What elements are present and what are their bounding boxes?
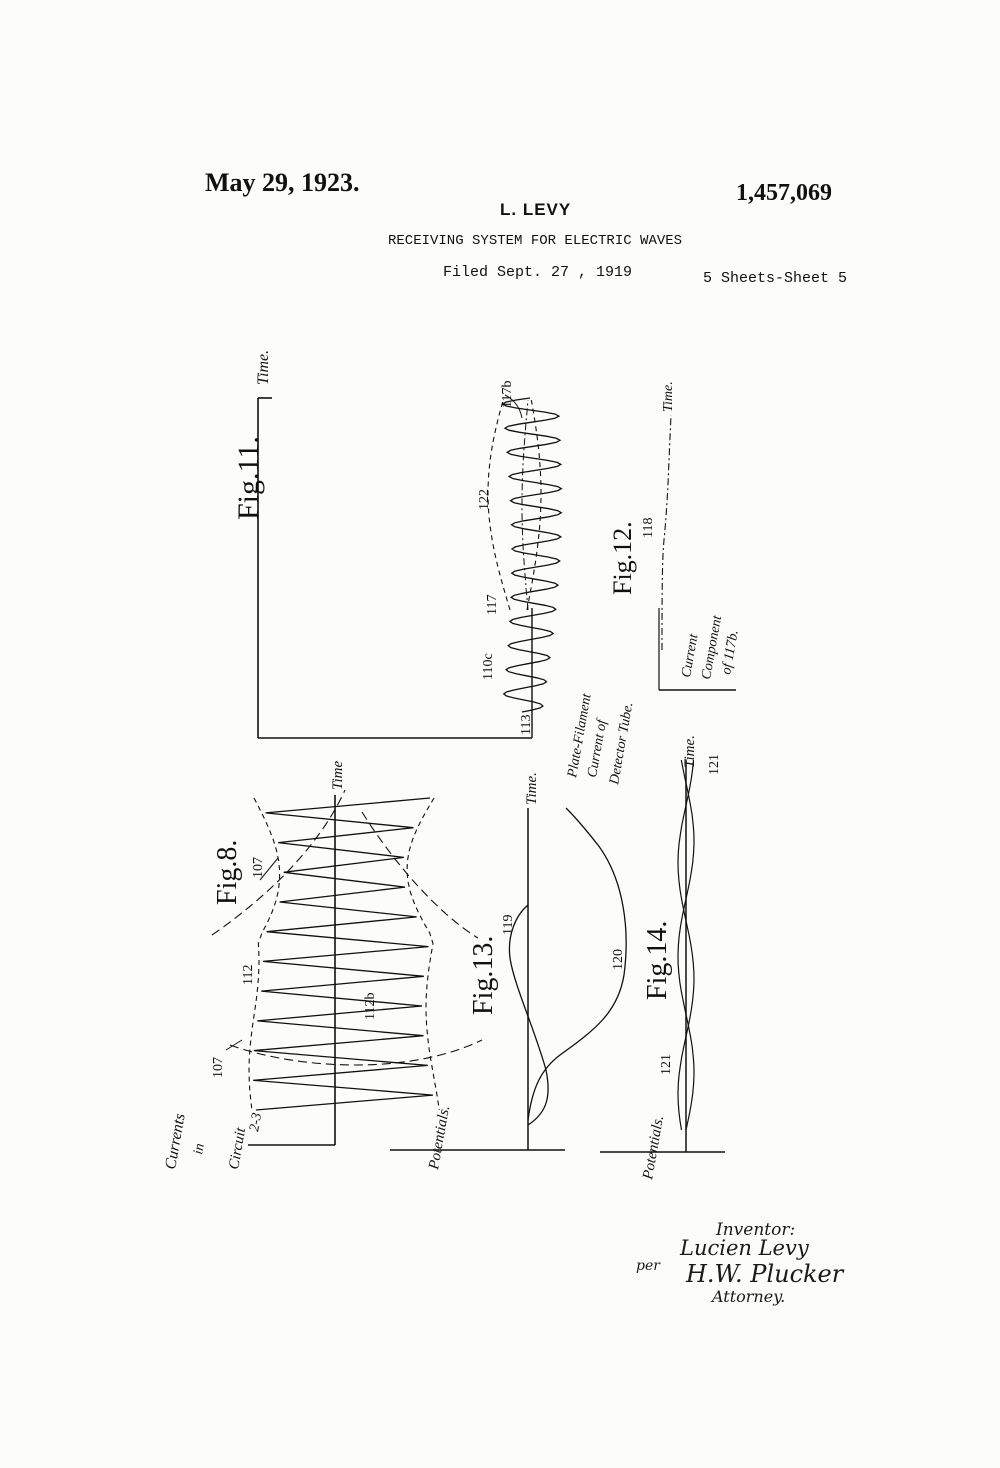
filing-date: Filed Sept. 27 , 1919 bbox=[443, 264, 633, 281]
fig8-ref-112b: 112b bbox=[363, 993, 378, 1020]
sheet-count: 5 Sheets-Sheet 5 bbox=[703, 270, 848, 287]
fig8-leader-107b bbox=[225, 1039, 243, 1051]
fig14-label: Fig.14. bbox=[642, 921, 673, 1000]
fig11-ref-117: 117 bbox=[485, 595, 500, 615]
fig11-mean-line bbox=[521, 399, 529, 611]
figure-8: Time Fig.8. 107 107 112 112b Currents in… bbox=[162, 760, 483, 1171]
fig13-label: Fig.13. bbox=[468, 936, 499, 1015]
fig8-ref-112: 112 bbox=[241, 965, 256, 985]
fig8-wave-112 bbox=[253, 797, 434, 1111]
fig8-caption-line1: Currents bbox=[162, 1112, 189, 1170]
fig14-caption: Potentials. bbox=[640, 1114, 667, 1181]
fig8-axis-label: Time bbox=[330, 760, 346, 790]
fig14-ref-121-lower: 121 bbox=[659, 1054, 674, 1075]
fig11-axis-label: Time. bbox=[255, 350, 272, 385]
fig13-ref-119: 119 bbox=[501, 915, 516, 935]
fig8-label: Fig.8. bbox=[212, 840, 243, 905]
fig14-curve-121-b bbox=[677, 759, 695, 1131]
fig8-envelope-right bbox=[406, 797, 440, 1111]
inventor-label: Inventor: bbox=[715, 1220, 795, 1240]
fig8-curve-107-upper bbox=[211, 789, 346, 936]
fig13-axis-label: Time. bbox=[524, 772, 540, 805]
fig8-leader-107a bbox=[259, 857, 279, 881]
patent-title: RECEIVING SYSTEM FOR ELECTRIC WAVES bbox=[388, 233, 683, 249]
fig12-label: Fig.12. bbox=[608, 521, 637, 595]
fig8-ref-107-upper: 107 bbox=[251, 857, 266, 878]
patent-date: May 29, 1923. bbox=[205, 168, 360, 197]
fig13-ref-120: 120 bbox=[611, 949, 626, 970]
fig14-axis-label: Time. bbox=[682, 735, 698, 768]
fig11-ref-110c: 110c bbox=[481, 653, 496, 680]
patent-number: 1,457,069 bbox=[736, 180, 832, 206]
fig13-curve-120 bbox=[527, 807, 627, 1121]
fig11-envelope-122 bbox=[487, 399, 511, 611]
fig8-caption-line2: in bbox=[191, 1142, 208, 1155]
per-label: per bbox=[636, 1258, 661, 1274]
fig12-axis-label: Time. bbox=[661, 381, 676, 412]
fig8-envelope-left bbox=[248, 797, 281, 1111]
fig8-ref-107-lower: 107 bbox=[211, 1057, 226, 1078]
fig8-caption-line3: Circuit bbox=[226, 1126, 249, 1171]
fig12-curve-118 bbox=[661, 414, 672, 651]
fig14-ref-121-upper: 121 bbox=[707, 754, 722, 775]
figure-13: Time. Fig.13. 119 120 Potentials. bbox=[390, 772, 627, 1172]
fig11-ref-113: 113 bbox=[519, 715, 534, 735]
inventor-signature: Lucien Levy bbox=[679, 1236, 810, 1260]
fig11-caption-line3: Detector Tube. bbox=[607, 701, 636, 787]
fig8-curve-107-lower bbox=[229, 1039, 483, 1066]
fig14-curve-121-a bbox=[677, 759, 695, 1131]
fig13-caption: Potentials. bbox=[426, 1104, 453, 1171]
figure-12: Time. Fig.12. 118 Current Component of 1… bbox=[608, 381, 742, 691]
fig11-ref-117b: 117b bbox=[500, 381, 515, 408]
fig8-curve-107-branch bbox=[361, 811, 479, 939]
figure-11: Time. Fig.11. 113 110c 117 122 117b Plat… bbox=[232, 350, 636, 787]
fig12-caption-line3: of 117b. bbox=[719, 629, 742, 676]
signature-block: Inventor: Lucien Levy per H.W. Plucker A… bbox=[636, 1220, 845, 1306]
fig11-leader-117b bbox=[504, 394, 523, 419]
inventor-name: L. LEVY bbox=[500, 200, 572, 219]
fig11-ref-122: 122 bbox=[477, 489, 492, 510]
fig8-caption-line4: 2-3 bbox=[247, 1112, 265, 1133]
fig11-label: Fig.11. bbox=[232, 436, 265, 520]
fig12-ref-118: 118 bbox=[641, 518, 656, 538]
attorney-label: Attorney. bbox=[710, 1287, 785, 1306]
attorney-signature: H.W. Plucker bbox=[685, 1260, 845, 1288]
fig12-caption-line1: Current bbox=[679, 632, 702, 679]
fig13-curve-119 bbox=[508, 904, 549, 1126]
